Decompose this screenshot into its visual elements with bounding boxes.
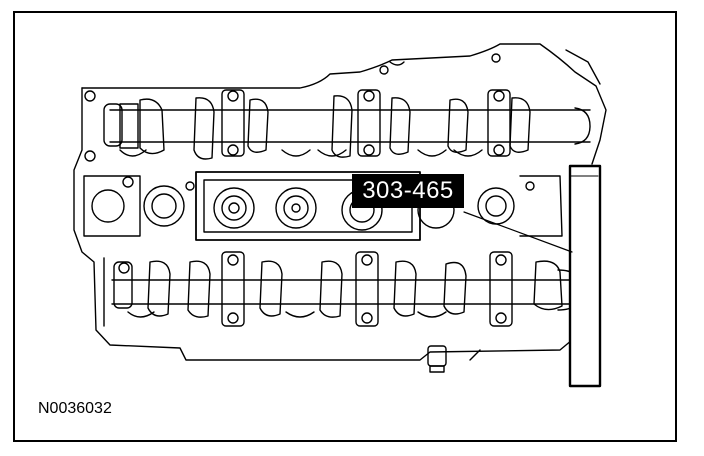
lower-details xyxy=(427,345,481,373)
special-tool-plate xyxy=(568,164,602,388)
figure-frame xyxy=(13,11,677,442)
lower-camshaft xyxy=(103,251,583,327)
callout-leader-line xyxy=(463,211,573,253)
upper-camshaft xyxy=(84,89,591,162)
tool-number-callout: 303-465 xyxy=(352,174,464,208)
spark-plug-bores xyxy=(83,171,563,241)
figure-id-label: N0036032 xyxy=(38,400,112,417)
